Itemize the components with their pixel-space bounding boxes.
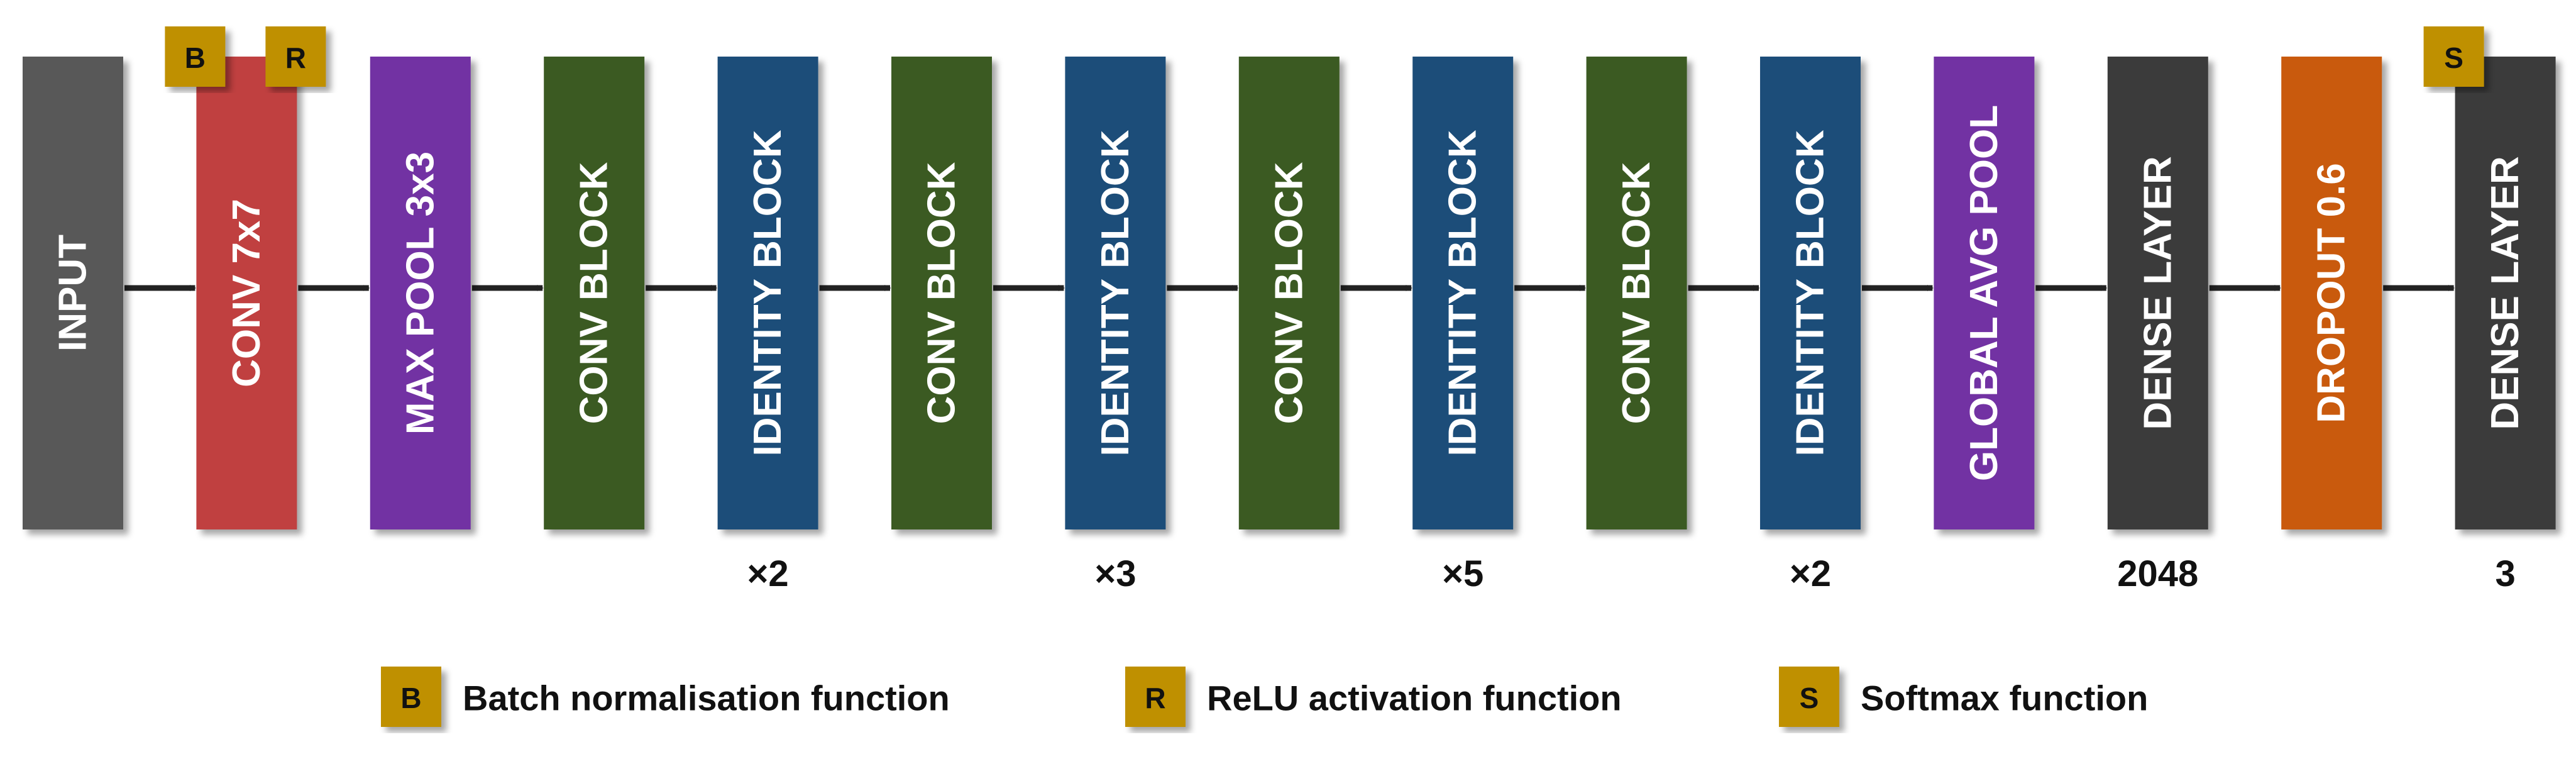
- legend-description: Softmax function: [1861, 679, 2148, 718]
- layer-8-conv-block: CONV BLOCK: [1238, 57, 1340, 529]
- layer-count: 3: [2495, 553, 2515, 594]
- layer-box: [2107, 57, 2208, 529]
- layer-box: [1065, 57, 1166, 529]
- layer-count: 2048: [2117, 553, 2198, 594]
- layer-12-global-avg-pool: GLOBAL AVG POOL: [1934, 57, 2035, 529]
- layer-box: [1238, 57, 1340, 529]
- layer-box: [1412, 57, 1514, 529]
- layer-label: DROPOUT 0.6: [2310, 163, 2353, 423]
- legend-description: ReLU activation function: [1207, 679, 1622, 718]
- layer-count: ×5: [1442, 553, 1483, 594]
- layer-7-identity-block: IDENTITY BLOCK: [1065, 57, 1166, 529]
- layer-14-dropout-0-6: DROPOUT 0.6: [2281, 57, 2382, 529]
- layer-10-conv-block: CONV BLOCK: [1586, 57, 1687, 529]
- badge-box: [2423, 26, 2484, 87]
- layer-count: ×2: [747, 553, 789, 594]
- legend-badge-label: B: [400, 682, 421, 714]
- layer-stack: INPUT CONV 7x7 B R MAX POOL 3x3 CONV BLOCK IDE…: [23, 26, 2556, 529]
- layer-label: IDENTITY BLOCK: [1441, 130, 1485, 456]
- legend-badge: [381, 667, 441, 727]
- layer-box: [717, 57, 818, 529]
- legend: B Batch normalisation function R ReLU activ…: [381, 667, 2148, 727]
- layer-label: MAX POOL 3x3: [399, 152, 442, 435]
- layer-box: [23, 57, 123, 529]
- layer-box: [1760, 57, 1861, 529]
- legend-item-s: S Softmax function: [1779, 667, 2148, 727]
- legend-description: Batch normalisation function: [463, 679, 950, 718]
- layer-label: IDENTITY BLOCK: [746, 130, 790, 456]
- layer-box: [370, 57, 471, 529]
- layer-label: CONV BLOCK: [573, 162, 616, 424]
- layer-box: [196, 57, 297, 529]
- layer-label: CONV BLOCK: [920, 162, 964, 424]
- layer-4-conv-block: CONV BLOCK: [544, 57, 645, 529]
- layer-label: DENSE LAYER: [2136, 156, 2179, 429]
- layer-box: [891, 57, 992, 529]
- layer-1-input: INPUT: [23, 57, 123, 529]
- badge-label: R: [285, 42, 306, 74]
- layer-2-conv-7x7: CONV 7x7 B R: [165, 26, 326, 529]
- layer-label: IDENTITY BLOCK: [1094, 130, 1137, 456]
- badge-box: [265, 26, 326, 87]
- badge-b: B: [165, 26, 226, 87]
- layer-box: [544, 57, 645, 529]
- legend-badge-label: R: [1145, 682, 1165, 714]
- legend-badge: [1125, 667, 1186, 727]
- layer-6-conv-block: CONV BLOCK: [891, 57, 992, 529]
- badge-box: [165, 26, 226, 87]
- layer-11-identity-block: IDENTITY BLOCK: [1760, 57, 1861, 529]
- layer-count: ×2: [1790, 553, 1831, 594]
- layer-9-identity-block: IDENTITY BLOCK: [1412, 57, 1514, 529]
- layer-box: [2281, 57, 2382, 529]
- layer-box: [2455, 57, 2556, 529]
- layer-label: IDENTITY BLOCK: [1789, 130, 1832, 456]
- legend-badge-label: S: [1800, 682, 1819, 714]
- badge-r: R: [265, 26, 326, 87]
- layer-box: [1586, 57, 1687, 529]
- legend-item-r: R ReLU activation function: [1125, 667, 1622, 727]
- badge-s: S: [2423, 26, 2484, 87]
- legend-badge: [1779, 667, 1839, 727]
- layer-5-identity-block: IDENTITY BLOCK: [717, 57, 818, 529]
- layer-label: GLOBAL AVG POOL: [1962, 105, 2006, 481]
- legend-item-b: B Batch normalisation function: [381, 667, 950, 727]
- repeat-counts: ×2 ×3 ×5 ×2 2048 3: [747, 553, 2516, 594]
- layer-3-max-pool-3x3: MAX POOL 3x3: [370, 57, 471, 529]
- layer-count: ×3: [1094, 553, 1136, 594]
- layer-box: [1934, 57, 2035, 529]
- layer-label: DENSE LAYER: [2484, 156, 2527, 429]
- layer-label: CONV 7x7: [225, 199, 268, 387]
- badge-label: S: [2444, 42, 2463, 74]
- layer-label: CONV BLOCK: [1267, 162, 1311, 424]
- badge-label: B: [185, 42, 206, 74]
- layer-label: INPUT: [52, 235, 95, 352]
- layer-13-dense-layer: DENSE LAYER: [2107, 57, 2208, 529]
- layer-label: CONV BLOCK: [1615, 162, 1658, 424]
- layer-15-dense-layer: DENSE LAYER S: [2423, 26, 2556, 529]
